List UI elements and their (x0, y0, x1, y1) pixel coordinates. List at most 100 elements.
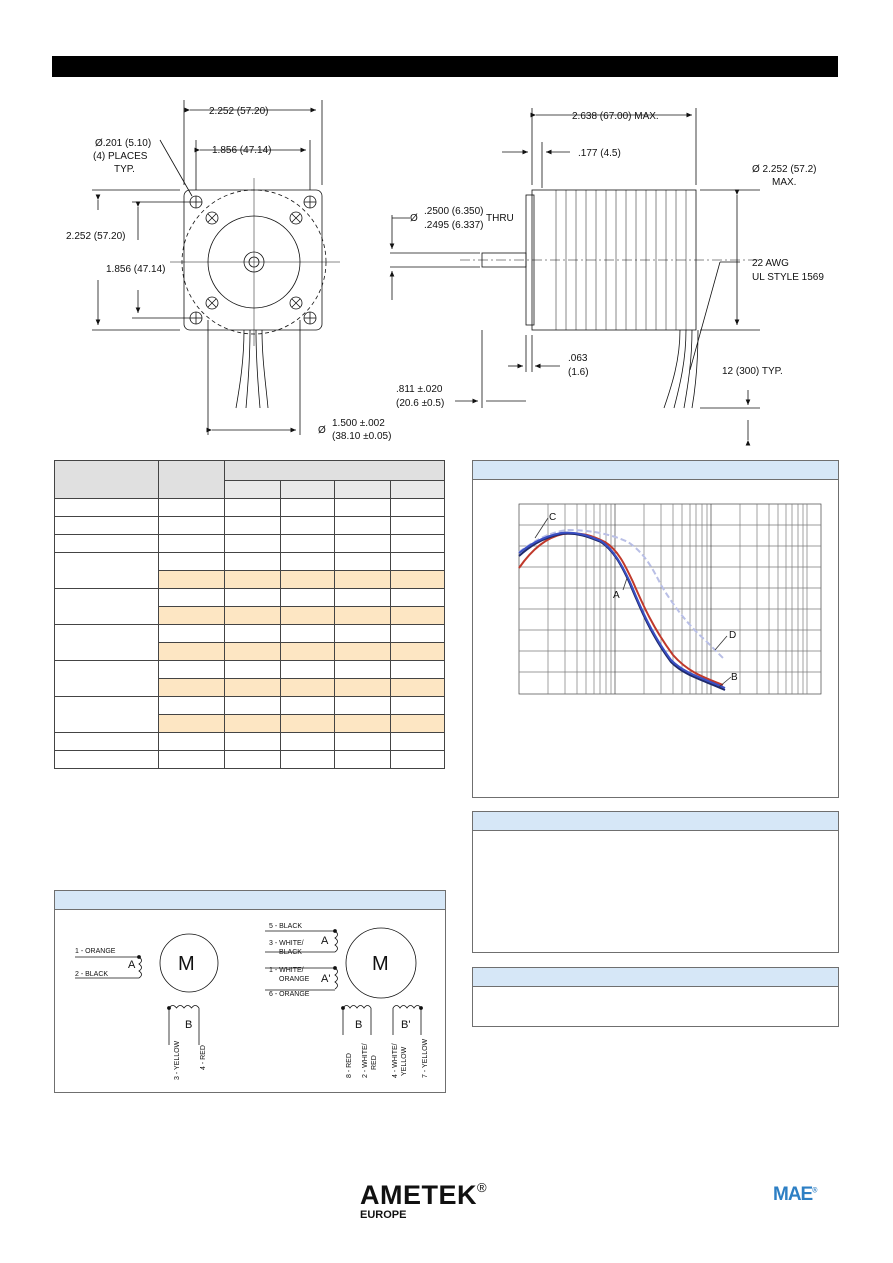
lead-8-red: 8 - RED (346, 1053, 353, 1078)
spec-header-parameter (54, 460, 159, 499)
lead-4-white-yellow-2: YELLOW (401, 1046, 408, 1076)
curve-label-c: C (549, 512, 556, 523)
table-row (54, 732, 445, 751)
spec-header-unit (158, 460, 225, 499)
curve-label-a: A (613, 590, 620, 601)
phase-b-prime-label: B' (401, 1019, 410, 1031)
lead-6-orange: 6 - ORANGE (269, 991, 310, 998)
table-row (54, 660, 445, 697)
info-panel-2-header (473, 812, 838, 831)
dim-shaft-dia-2: .2495 (6.337) (424, 220, 484, 231)
lead-3-white-black: 3 - WHITE/ (269, 940, 304, 947)
brand-sub: EUROPE (360, 1209, 407, 1221)
mechanical-drawing: 2.252 (57.20) 1.856 (47.14) Ø.201 (5.10)… (0, 80, 893, 450)
dim-pilot-dia-mm: (38.10 ±0.05) (332, 431, 391, 442)
dim-pilot-prefix: Ø (318, 425, 326, 436)
dim-bolt-spacing-h: 1.856 (47.14) (212, 145, 272, 156)
wiring-diagram: M M 1 - ORANGE 2 - BLACK A B 3 - YELLOW … (75, 923, 429, 1080)
curve-d (518, 528, 724, 659)
wire-gauge: 22 AWG (752, 258, 789, 269)
dim-lead-length: 12 (300) TYP. (722, 366, 783, 377)
wire-style: UL STYLE 1569 (752, 272, 824, 283)
dim-pilot-dia: 1.500 ±.002 (332, 418, 385, 429)
motor-right-label: M (372, 953, 389, 975)
dim-bolt-spacing-v: 1.856 (47.14) (106, 264, 166, 275)
coil-right-b (342, 1005, 372, 1009)
dim-hole-dia: Ø.201 (5.10) (95, 138, 151, 149)
info-panel-3 (472, 967, 839, 1027)
spec-header-col (390, 480, 445, 499)
dim-shaft-thru: THRU (486, 213, 514, 224)
lead-1-white-orange: 1 - WHITE/ (269, 967, 304, 974)
table-row (55, 606, 445, 625)
curve-label-d: D (729, 630, 736, 641)
coil-right-a-prime (334, 967, 338, 990)
coil-left-b (168, 1005, 200, 1009)
wiring-diagram-panel: M M 1 - ORANGE 2 - BLACK A B 3 - YELLOW … (54, 890, 446, 1093)
dim-front-height: 2.252 (57.20) (66, 231, 126, 242)
motor-right-circle (345, 927, 417, 999)
brand-registered: ® (477, 1180, 487, 1195)
lead-1-white-orange-2: ORANGE (279, 976, 310, 983)
wiring-panel-header (55, 891, 445, 910)
dim-flange: .177 (4.5) (578, 148, 621, 159)
table-row (54, 588, 445, 625)
chart-panel-header (473, 461, 838, 480)
coil-right-a (334, 930, 338, 953)
table-row (54, 498, 445, 517)
curve-b (518, 531, 726, 689)
dim-pilot-depth-mm: (1.6) (568, 367, 589, 378)
dimension-drawing-svg: 2.252 (57.20) 1.856 (47.14) Ø.201 (5.10)… (66, 100, 824, 446)
spec-header-models (224, 460, 445, 481)
phase-a-label: A (128, 959, 136, 971)
info-panel-2 (472, 811, 839, 953)
dim-shaft-length-mm: (20.6 ±0.5) (396, 398, 444, 409)
coil-right-b-prime (392, 1005, 422, 1009)
info-panel-3-header (473, 968, 838, 987)
dim-hole-typ: TYP. (114, 164, 135, 175)
table-row (54, 516, 445, 535)
front-leads (235, 329, 269, 409)
mae-name: MAE (773, 1184, 813, 1205)
table-row (54, 750, 445, 769)
dim-body-dia-max: MAX. (772, 177, 796, 188)
ametek-logo: AMETEK® EUROPE (360, 1180, 487, 1221)
dim-shaft-prefix: Ø (410, 213, 418, 224)
lead-2-white-red: 2 - WHITE/ (362, 1043, 369, 1078)
dim-shaft-dia-1: .2500 (6.350) (424, 206, 484, 217)
dim-shaft-length: .811 ±.020 (396, 384, 443, 395)
table-row (55, 570, 445, 589)
chart-grid (518, 503, 822, 695)
mae-registered: ® (812, 1187, 817, 1195)
brand-name: AMETEK (360, 1180, 477, 1210)
lead-4-white-yellow: 4 - WHITE/ (392, 1043, 399, 1078)
motor-front-face (183, 189, 323, 331)
screws (205, 211, 303, 310)
spec-header-col (334, 480, 391, 499)
torque-speed-chart: C A D B (518, 503, 822, 695)
lead-3-white-black-2: BLACK (279, 949, 302, 956)
lead-7-yellow: 7 - YELLOW (422, 1038, 429, 1078)
table-row (54, 534, 445, 553)
lead-2-black: 2 - BLACK (75, 971, 108, 978)
motor-left-circle (159, 933, 219, 993)
top-black-bar (52, 56, 838, 77)
dim-front-width: 2.252 (57.20) (209, 106, 269, 117)
lead-5-black: 5 - BLACK (269, 923, 302, 930)
spec-table (54, 460, 445, 769)
lead-3-yellow: 3 - YELLOW (174, 1040, 181, 1080)
lead-4-red: 4 - RED (200, 1045, 207, 1070)
curve-label-b: B (731, 672, 738, 683)
spec-header-col (224, 480, 281, 499)
dim-hole-places: (4) PLACES (93, 151, 148, 162)
coil-left-a (138, 956, 142, 979)
table-row (54, 552, 445, 589)
table-row (54, 696, 445, 733)
motor-left-label: M (178, 953, 195, 975)
spec-header-col (280, 480, 335, 499)
mae-logo: MAE® (773, 1184, 817, 1206)
lead-2-white-red-2: RED (371, 1055, 378, 1070)
dim-body-length: 2.638 (67.00) MAX. (572, 111, 659, 122)
phase-a-prime-label: A' (321, 973, 330, 985)
torque-chart-panel: C A D B (472, 460, 839, 798)
